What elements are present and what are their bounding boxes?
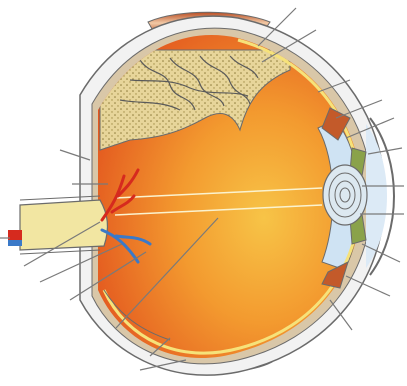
cornea-fill bbox=[366, 124, 387, 268]
central-artery bbox=[8, 230, 22, 240]
central-vein bbox=[8, 240, 22, 246]
lens bbox=[323, 165, 367, 225]
